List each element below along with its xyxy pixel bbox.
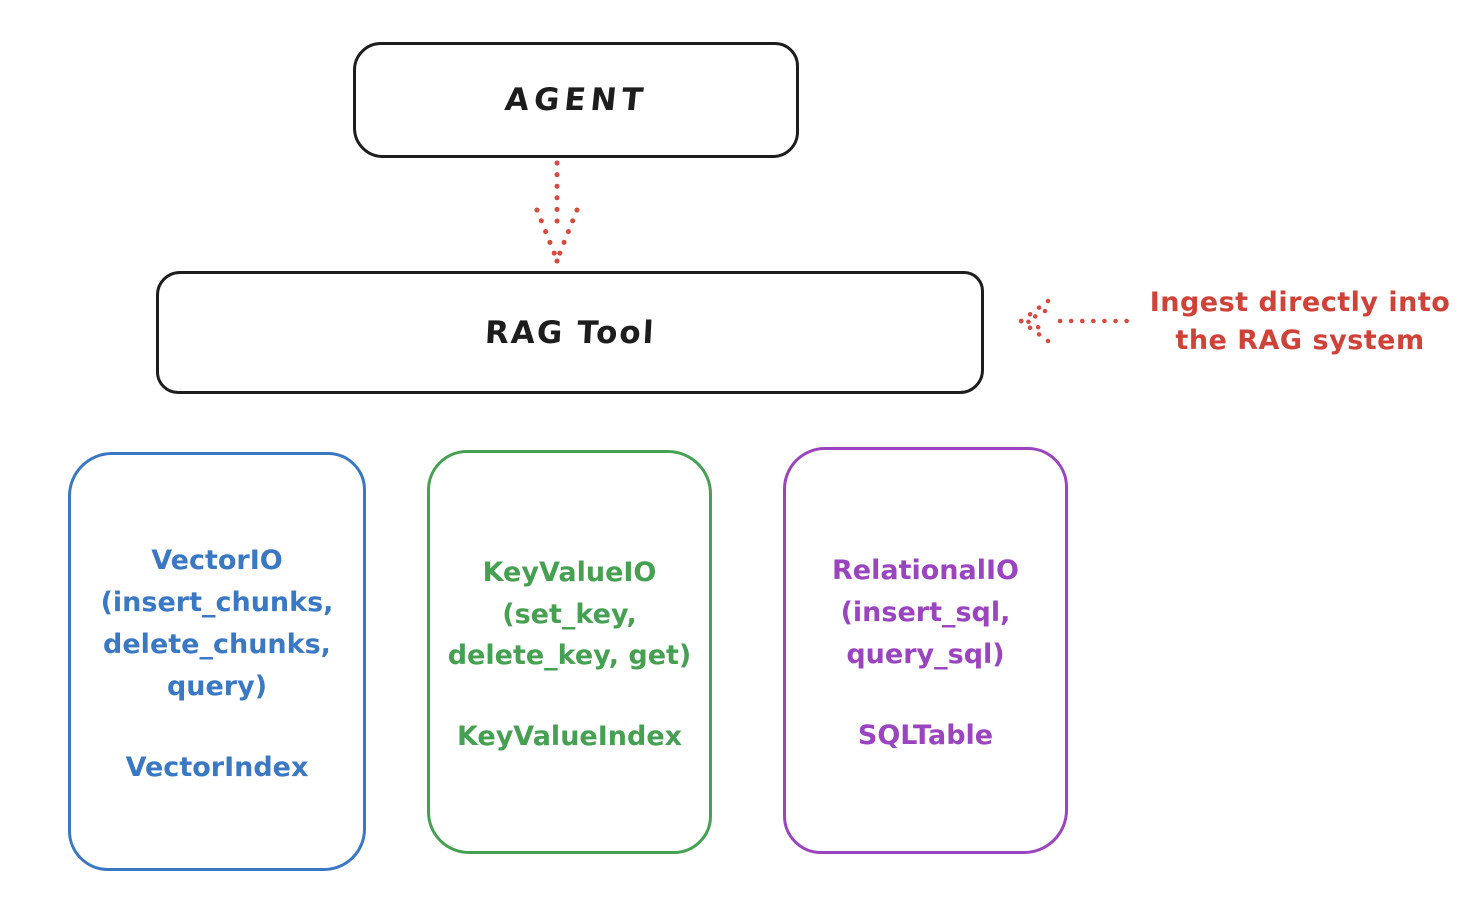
keyvalue-index-label: KeyValueIndex	[456, 721, 683, 753]
agent-to-rag-arrow	[534, 160, 580, 264]
keyvalue-io-node: KeyValueIO (set_key, delete_key, get) Ke…	[427, 450, 712, 854]
rag-tool-label: RAG Tool	[483, 314, 657, 351]
relational-io-node: RelationalIO (insert_sql, query_sql) SQL…	[783, 447, 1068, 854]
arrowhead-right-wing	[556, 207, 580, 258]
ingest-annotation-arrow	[1018, 298, 1135, 344]
arrowhead-left-wing	[534, 207, 558, 258]
rag-tool-node: RAG Tool	[156, 271, 984, 394]
agent-node: AGENT	[353, 42, 799, 158]
sql-table-label: SQLTable	[857, 719, 994, 751]
keyvalue-io-title: KeyValueIO (set_key, delete_key, get)	[447, 556, 692, 672]
vector-index-label: VectorIndex	[125, 751, 309, 783]
vector-io-node: VectorIO (insert_chunks, delete_chunks, …	[68, 452, 366, 871]
relational-io-title: RelationalIO (insert_sql, query_sql)	[832, 555, 1019, 670]
agent-label: AGENT	[502, 82, 650, 118]
ingest-annotation-text: Ingest directly into the RAG system	[1149, 287, 1451, 357]
arrowhead-lower-wing	[1018, 318, 1051, 344]
arrowhead-inner-chevron	[1022, 308, 1048, 334]
vector-io-title: VectorIO (insert_chunks, delete_chunks, …	[100, 545, 334, 702]
